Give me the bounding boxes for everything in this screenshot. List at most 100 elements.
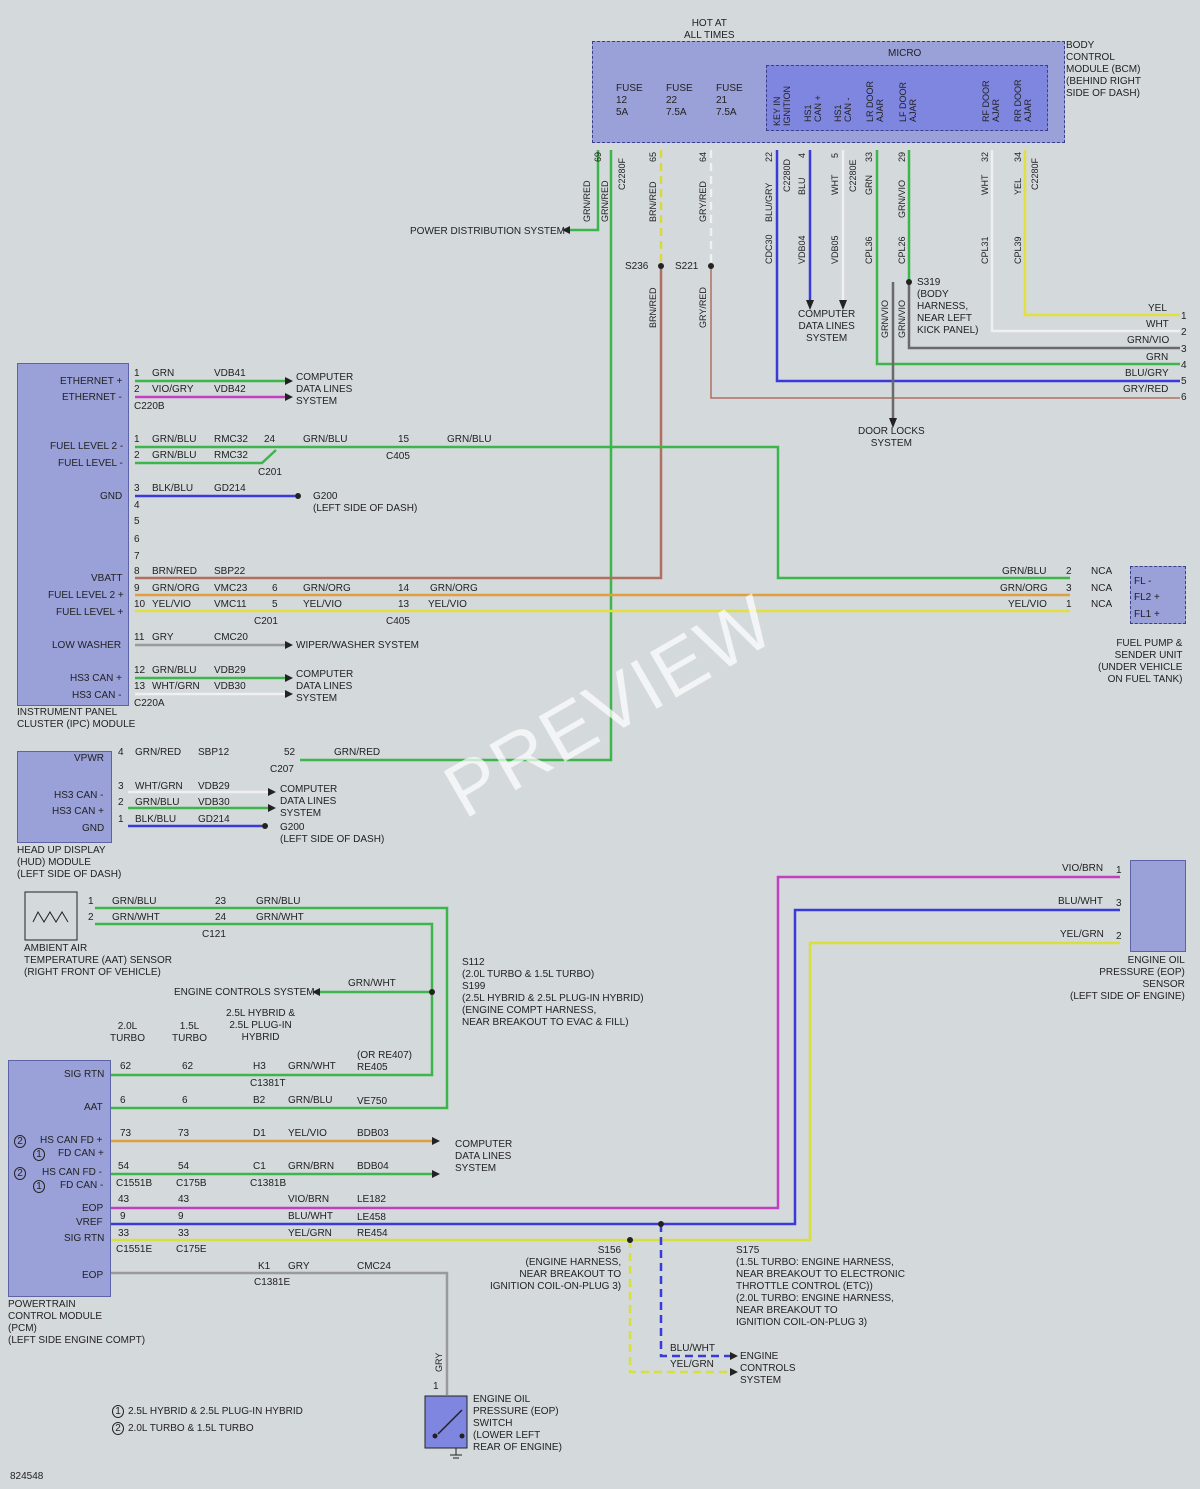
pcm-r7-circ: RE454 (357, 1228, 388, 1239)
wire-brn-red-65b (135, 265, 663, 580)
ipc-row-9-color: GRY (152, 632, 174, 643)
pcm-r6-color: BLU/WHT (288, 1211, 333, 1222)
pcm-eop-2: EOP (82, 1270, 104, 1281)
footnote-2: 2.0L TURBO & 1.5L TURBO (128, 1423, 254, 1434)
wire-blu-wht-ec (659, 1224, 730, 1358)
aat-row-2-color2: GRN/WHT (256, 912, 304, 923)
ipc-row-2-pin: 2 (134, 384, 140, 395)
wire-yel-34 (1023, 150, 1180, 317)
hud-hs3p: HS3 CAN + (52, 806, 104, 817)
pcm-r3-color: YEL/VIO (288, 1128, 327, 1139)
s319-label: S319 (BODY HARNESS, NEAR LEFT KICK PANEL… (917, 277, 979, 336)
hud-row-1-pin: 4 (118, 747, 124, 758)
fp-row-3-nca: NCA (1091, 599, 1113, 610)
ipc-fl2p: FUEL LEVEL 2 + (48, 590, 124, 601)
c201-b: C201 (254, 616, 278, 627)
hud-gnd: GND (82, 823, 105, 834)
ipc-fln: FUEL LEVEL - (58, 458, 123, 469)
bcm-c-grn-red-1: GRN/RED (582, 180, 592, 222)
fp-row-3-term: FL1 + (1134, 609, 1160, 620)
c405-b: C405 (386, 616, 410, 627)
ipc-row-6-color: BRN/RED (152, 566, 198, 577)
wire-ipc-fln (135, 449, 277, 465)
grn-org-right: GRN/ORG (430, 583, 478, 594)
ipc-row-5-pin: 3 (134, 483, 140, 494)
pcm-r4-a: 54 (118, 1161, 130, 1172)
hud-row-4-circ: GD214 (198, 814, 230, 825)
col-1-5l: 1.5L TURBO (172, 1021, 207, 1044)
c1551b-label: C1551B (116, 1178, 153, 1189)
fuel-pump-name: FUEL PUMP & SENDER UNIT (UNDER VEHICLE O… (1098, 638, 1183, 685)
bcm-w-5: 5 (830, 152, 840, 158)
pcm-r8-circ: CMC24 (357, 1261, 391, 1272)
wire-wht-32 (990, 150, 1180, 333)
ipc-row-4-color: GRN/BLU (152, 450, 197, 461)
computer-data-pcm: COMPUTER DATA LINES SYSTEM (455, 1139, 513, 1174)
s175-label: S175 (1.5L TURBO: ENGINE HARNESS, NEAR B… (736, 1245, 905, 1328)
ipc-vbatt: VBATT (91, 573, 123, 584)
wire-gry-red-64b (710, 265, 1180, 399)
ipc-row-10-color: GRN/BLU (152, 665, 197, 676)
col-2-5l: 2.5L HYBRID & 2.5L PLUG-IN HYBRID (226, 1008, 296, 1043)
fuse-22: FUSE 22 7.5A (666, 83, 693, 118)
wire-grn-red-69 (570, 150, 600, 232)
pcm-r6-a: 9 (120, 1211, 126, 1222)
door-locks-label: DOOR LOCKS SYSTEM (858, 426, 925, 449)
pcm-r2-a: 6 (120, 1095, 126, 1106)
wire-pcm-eop (110, 875, 1120, 1210)
pcm-r5-color: VIO/BRN (288, 1194, 330, 1205)
c207-52: 52 (284, 747, 296, 758)
pcm-r7-color: YEL/GRN (288, 1228, 332, 1239)
bcm-c-cpl31: CPL31 (980, 236, 990, 264)
pcm-r5-circ: LE182 (357, 1194, 386, 1205)
bcm-w-4: 4 (797, 152, 807, 158)
ipc-row-11-color: WHT/GRN (152, 681, 200, 692)
bcm-c-grn-vio: GRN/VIO (897, 179, 907, 218)
ipc-hs3n: HS3 CAN - (72, 690, 122, 701)
ipc-name: INSTRUMENT PANEL CLUSTER (IPC) MODULE (17, 707, 136, 730)
bcm-micro (766, 65, 1048, 131)
pcm-fn-3: 2 (14, 1167, 26, 1180)
ipc-row-11-circ: VDB30 (214, 681, 246, 692)
wire-pcm-eop-sw (110, 1271, 449, 1395)
rc-pin-5: 5 (1181, 376, 1187, 387)
pcm-name: POWERTRAIN CONTROL MODULE (PCM) (LEFT SI… (8, 1299, 146, 1346)
pcm-r8-color: GRY (288, 1261, 310, 1272)
fuel-pump-module (1130, 566, 1186, 624)
c405-13: 13 (398, 599, 410, 610)
ipc-row-7-pin: 9 (134, 583, 140, 594)
ipc-module (17, 363, 129, 706)
bcm-c-grn: GRN (864, 175, 874, 195)
ipc-row-9-pin: 11 (134, 632, 145, 643)
ipc-eth-n: ETHERNET - (62, 392, 122, 403)
bcm-w-69: 69 (593, 151, 603, 162)
wire-blu-gry-22 (775, 150, 1180, 383)
s156-label: S156 (ENGINE HARNESS, NEAR BREAKOUT TO I… (490, 1245, 622, 1292)
aat-row-1-c: 23 (215, 896, 227, 907)
rc-grn-vio: GRN/VIO (1127, 335, 1170, 346)
c175e-label: C175E (176, 1244, 207, 1255)
fp-row-3-color: YEL/VIO (1008, 599, 1047, 610)
c405-15: 15 (398, 434, 410, 445)
bcm-pin-lr-door: LR DOOR AJAR (865, 80, 885, 122)
c201-6: 6 (272, 583, 278, 594)
bcm-pin-hs1-can-p: HS1 CAN + (803, 95, 823, 122)
ipc-gnd: GND (100, 491, 123, 502)
pcm-r2-color: GRN/BLU (288, 1095, 333, 1106)
pcm-fn-2: 1 (33, 1148, 45, 1161)
computer-data-bcm: COMPUTER DATA LINES SYSTEM (798, 309, 856, 344)
ipc-row-10-pin: 12 (134, 665, 146, 676)
hud-row-3-color: GRN/BLU (135, 797, 180, 808)
bcm-c-yel: YEL (1013, 177, 1023, 195)
grn-blu-mid: GRN/BLU (303, 434, 348, 445)
pcm-r4-circ: BDB04 (357, 1161, 389, 1172)
ipc-row-7-color: GRN/ORG (152, 583, 200, 594)
ipc-flp: FUEL LEVEL + (56, 607, 124, 618)
bcm-c-cpl26: CPL26 (897, 236, 907, 264)
bcm-w-34: 34 (1013, 151, 1023, 162)
engine-controls-2: ENGINE CONTROLS SYSTEM (740, 1351, 796, 1386)
c121-label: C121 (202, 929, 226, 940)
hud-row-2-color: WHT/GRN (135, 781, 183, 792)
ipc-row-1-color: GRN (152, 368, 175, 379)
